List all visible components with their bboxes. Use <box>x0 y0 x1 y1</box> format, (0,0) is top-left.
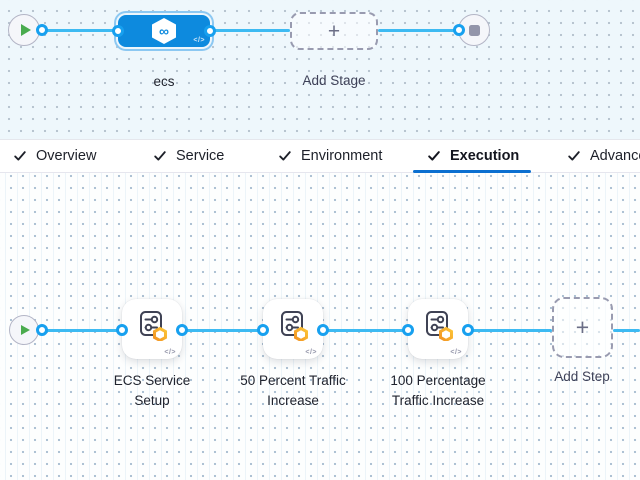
tab-label: Service <box>176 148 225 164</box>
stop-icon <box>468 24 480 36</box>
tab-label: Advanced <box>590 148 640 164</box>
code-icon[interactable]: </> <box>305 349 317 356</box>
step-connector-line <box>182 329 263 332</box>
step-name-label: 50 Percent Traffic Increase <box>240 373 346 408</box>
connector-dot <box>116 324 128 336</box>
tab-label: Overview <box>36 148 97 164</box>
pipeline-start-node <box>8 14 40 46</box>
active-tab-underline <box>413 170 531 173</box>
play-icon <box>21 325 30 335</box>
ecs-step-icon <box>426 311 453 341</box>
check-icon <box>568 151 580 161</box>
check-icon <box>279 151 291 161</box>
check-icon <box>428 151 440 161</box>
tab-execution[interactable]: Execution <box>427 140 519 172</box>
plus-icon: + <box>575 314 590 340</box>
add-step-button[interactable]: + <box>552 297 613 358</box>
execution-start-node <box>9 315 39 345</box>
tab-environment[interactable]: Environment <box>278 140 382 172</box>
execution-canvas[interactable]: </> ECS Service Setup </> 50 Percent Tra… <box>0 173 640 480</box>
connector-dot <box>36 24 48 36</box>
step-node-100-percentage-traffic-increase[interactable]: </> <box>408 299 468 359</box>
stage-config-tabbar: Overview Service Environment Execution A… <box>0 139 640 173</box>
ecs-step-icon <box>281 311 308 341</box>
step-name-label: ECS Service Setup <box>113 373 191 408</box>
step-node-ecs-service-setup[interactable]: </> <box>122 299 182 359</box>
play-icon <box>20 24 31 36</box>
step-name-label: 100 Percentage Traffic Increase <box>390 373 486 408</box>
connector-dot <box>257 324 269 336</box>
stage-node-ecs[interactable]: ∞ </> <box>118 15 210 47</box>
connector-dot <box>317 324 329 336</box>
plus-icon: + <box>327 19 341 43</box>
step-connector-line <box>42 329 122 332</box>
check-icon <box>154 151 166 161</box>
check-icon <box>14 151 26 161</box>
step-connector-line <box>323 329 408 332</box>
step-connector-line <box>468 329 552 332</box>
connector-dot <box>176 324 188 336</box>
connector-dot <box>112 25 124 37</box>
stage-canvas[interactable]: ∞ </> ecs + Add Stage <box>0 0 640 139</box>
stage-name-label: ecs <box>153 74 175 89</box>
connector-dot <box>402 324 414 336</box>
ecs-step-icon <box>140 311 167 341</box>
harness-logo-icon: ∞ <box>159 23 169 39</box>
stage-connector-line <box>210 29 290 32</box>
stage-connector-line <box>378 29 459 32</box>
add-stage-label: Add Stage <box>302 73 366 88</box>
code-icon[interactable]: </> <box>164 349 176 356</box>
step-connector-line <box>613 329 640 332</box>
tab-label: Environment <box>301 148 383 164</box>
stage-connector-line <box>42 29 118 32</box>
tab-service[interactable]: Service <box>153 140 224 172</box>
connector-dot <box>204 25 216 37</box>
add-stage-button[interactable]: + <box>290 12 378 50</box>
tab-overview[interactable]: Overview <box>13 140 96 172</box>
connector-dot <box>36 324 48 336</box>
harness-cd-icon: ∞ <box>152 18 176 44</box>
code-icon[interactable]: </> <box>450 349 462 356</box>
connector-dot <box>462 324 474 336</box>
step-node-50-percent-traffic-increase[interactable]: </> <box>263 299 323 359</box>
connector-dot <box>453 24 465 36</box>
add-step-label: Add Step <box>554 369 610 384</box>
tab-advanced[interactable]: Advanced <box>567 140 640 172</box>
tab-label: Execution <box>450 148 520 164</box>
code-icon[interactable]: </> <box>193 37 205 44</box>
